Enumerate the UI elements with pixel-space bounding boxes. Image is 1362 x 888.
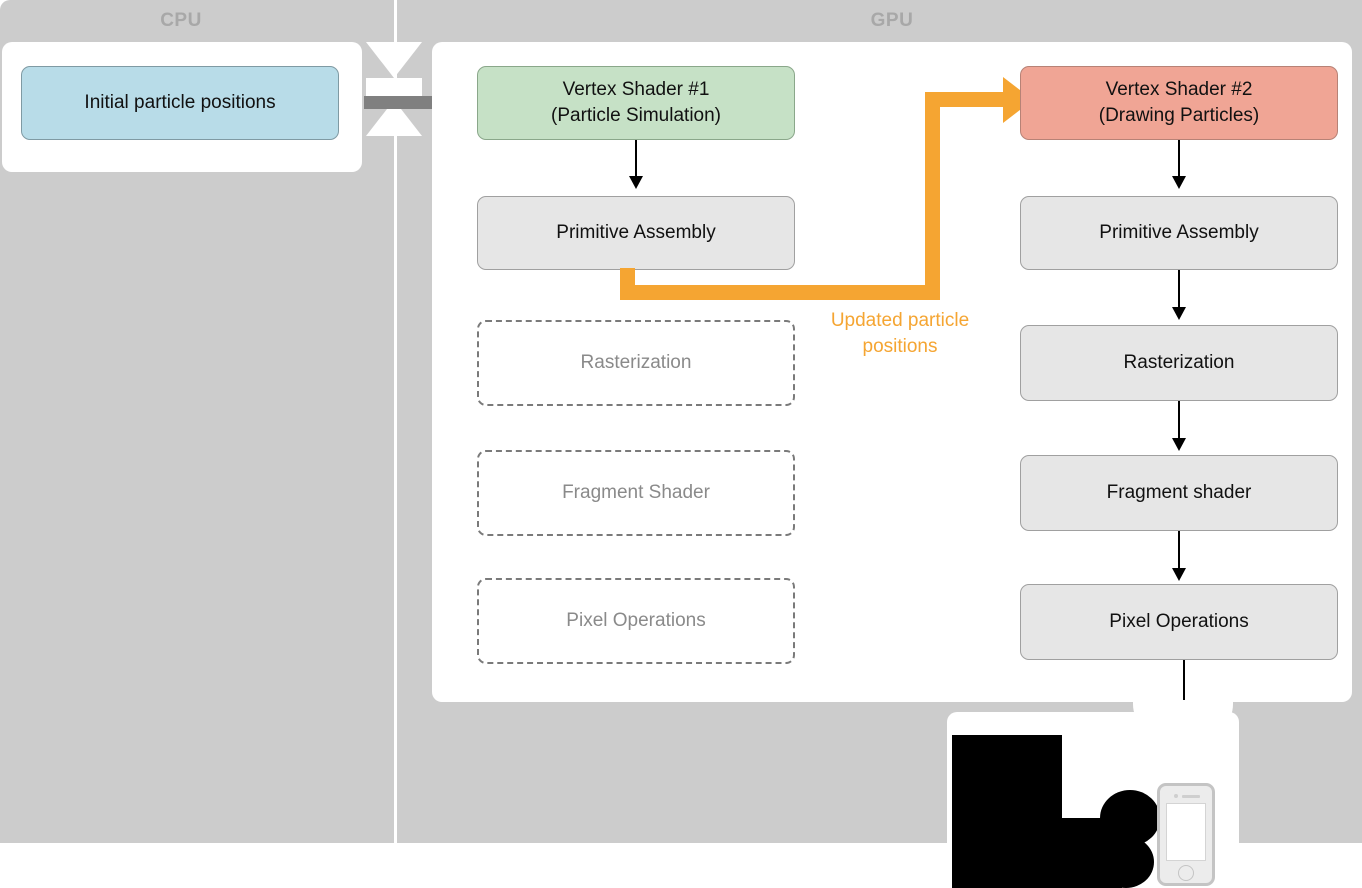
flow-arrow-p2-3-head xyxy=(1172,438,1186,451)
stage-label: Initial particle positions xyxy=(84,92,276,113)
flow-arrow-p2-1 xyxy=(1178,140,1180,180)
feedback-label-line2: positions xyxy=(862,336,938,357)
feedback-arrow-seg-right-1 xyxy=(620,285,940,300)
stage-label: Primitive Assembly xyxy=(1099,222,1259,243)
smartphone-speaker-icon xyxy=(1182,795,1200,798)
stage-p1-fragment-shader: Fragment Shader xyxy=(477,450,795,536)
stage-p1-pixel-operations: Pixel Operations xyxy=(477,578,795,664)
stage-p1-primitive-assembly[interactable]: Primitive Assembly xyxy=(477,196,795,270)
flow-arrow-p2-3 xyxy=(1178,401,1180,441)
stage-p2-fragment-shader[interactable]: Fragment shader xyxy=(1020,455,1338,531)
flow-arrow-p2-2 xyxy=(1178,270,1180,310)
feedback-arrow-seg-up xyxy=(925,92,940,300)
stage-label: Rasterization xyxy=(580,352,692,373)
stage-label-line2: (Particle Simulation) xyxy=(551,105,721,126)
feedback-arrow-seg-right-2 xyxy=(925,92,1005,107)
stage-label: Primitive Assembly xyxy=(556,222,716,243)
stage-label: Pixel Operations xyxy=(566,610,706,631)
stage-label: Rasterization xyxy=(1123,352,1235,373)
flow-arrow-p2-4 xyxy=(1178,531,1180,571)
stage-p1-rasterization: Rasterization xyxy=(477,320,795,406)
stage-label-line1: Vertex Shader #2 xyxy=(1105,79,1253,100)
stage-label: Fragment shader xyxy=(1106,482,1252,503)
smartphone-camera-icon xyxy=(1174,794,1178,798)
panel-notch-middle xyxy=(366,78,422,100)
stage-label-line1: Vertex Shader #1 xyxy=(562,79,710,100)
section-label-cpu: CPU xyxy=(160,10,202,31)
stage-label: Fragment Shader xyxy=(562,482,710,503)
stage-vertex-shader-2[interactable]: Vertex Shader #2 (Drawing Particles) xyxy=(1020,66,1338,140)
stage-p2-rasterization[interactable]: Rasterization xyxy=(1020,325,1338,401)
stage-label: Pixel Operations xyxy=(1109,611,1249,632)
feedback-label-line1: Updated particle xyxy=(830,310,970,331)
stage-p2-pixel-operations[interactable]: Pixel Operations xyxy=(1020,584,1338,660)
smartphone-home-button-icon xyxy=(1178,865,1194,881)
feedback-arrow-label: Updated particle positions xyxy=(805,308,995,360)
flow-arrow-p1-1 xyxy=(635,140,637,180)
stage-initial-particle-positions[interactable]: Initial particle positions xyxy=(21,66,339,140)
stage-p2-primitive-assembly[interactable]: Primitive Assembly xyxy=(1020,196,1338,270)
flow-arrow-p2-1-head xyxy=(1172,176,1186,189)
smartphone-screen xyxy=(1166,803,1206,861)
section-label-gpu: GPU xyxy=(870,10,914,31)
silhouette-lobe-lower xyxy=(1098,836,1154,888)
panel-notch-top xyxy=(366,42,422,78)
smartphone-icon xyxy=(1157,783,1215,886)
stage-label-line2: (Drawing Particles) xyxy=(1098,105,1260,126)
flow-arrow-p1-1-head xyxy=(629,176,643,189)
flow-arrow-p2-4-head xyxy=(1172,568,1186,581)
flow-arrow-p2-2-head xyxy=(1172,307,1186,320)
device-panel-notch xyxy=(1133,700,1233,738)
stage-vertex-shader-1[interactable]: Vertex Shader #1 (Particle Simulation) xyxy=(477,66,795,140)
